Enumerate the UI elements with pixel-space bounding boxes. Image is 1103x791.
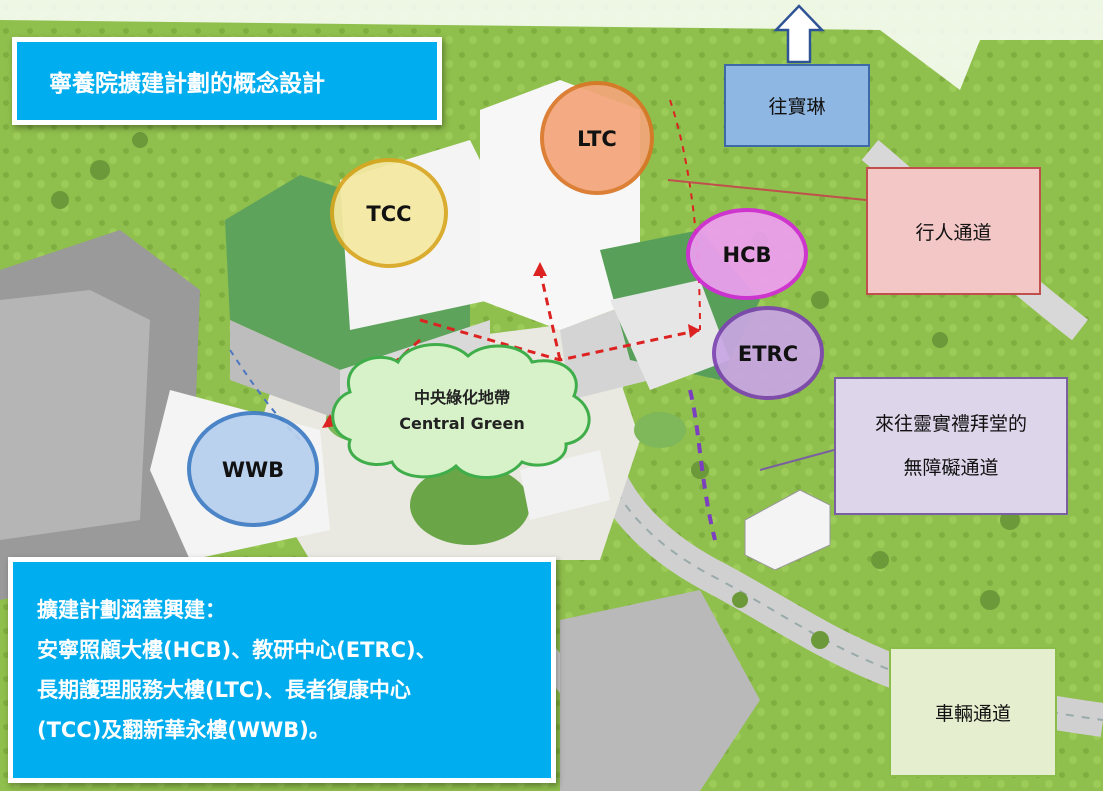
left-building-block [0,290,150,540]
sky-haze [0,0,1103,90]
accessible-route-label: 來往靈實禮拜堂的 無障礙通道 [834,377,1068,515]
page-title-text: 寧養院擴建計劃的概念設計 [49,71,325,97]
hillside-bottom [560,590,760,791]
ltc-marker: LTC [540,81,654,195]
central-green-zh-label: 中央綠化地帶 [414,388,510,407]
up-arrow-icon [773,4,825,64]
plaza-garden [410,465,530,545]
red-dashed-arrow-icon [533,262,547,276]
scope-line-3: (TCC)及翻新華永樓(WWB)。 [37,718,330,742]
etrc-label: ETRC [738,342,798,366]
accessible-route-text-line2: 無障礙通道 [903,457,999,479]
pedestrian-passage-text: 行人通道 [915,221,992,244]
tcc-label: TCC [366,202,411,226]
pedestrian-path-north-link [669,99,701,331]
wwb-marker: WWB [187,411,319,527]
hcb-marker: HCB [686,208,808,300]
central-green-cloud: 中央綠化地帶 Central Green [331,343,591,479]
scope-heading: 擴建計劃涵蓋興建： [37,598,226,622]
chapel-building [744,489,831,571]
pedestrian-path-north [538,269,562,361]
tcc-facade-left [230,320,340,420]
plaza-pavilion [520,450,610,520]
project-scope-box: 擴建計劃涵蓋興建： 安寧照顧大樓(HCB)、教研中心(ETRC)、 長期護理服務… [8,557,556,783]
vehicle-access-text: 車輛通道 [934,702,1011,725]
accessible-route-text-line1: 來往靈實禮拜堂的 [874,413,1027,435]
etrc-marker: ETRC [712,306,824,400]
tcc-marker: TCC [330,158,448,268]
accessible-path [688,389,717,541]
scope-line-2: 長期護理服務大樓(LTC)、長者復康中心 [37,678,411,702]
pedestrian-leader-line [667,179,867,201]
north-direction-text: 往寶琳 [768,96,826,118]
accessible-leader-line [759,449,835,471]
scope-line-1: 安寧照顧大樓(HCB)、教研中心(ETRC)、 [37,638,437,662]
hcb-label: HCB [723,243,772,267]
ltc-label: LTC [577,127,617,151]
wwb-label: WWB [222,458,284,482]
red-dashed-arrow-icon [688,324,700,338]
plaza-lawn-right [634,412,686,448]
vehicle-access-label: 車輛通道 [889,647,1057,777]
central-green-en-label: Central Green [399,414,525,433]
north-direction-label: 往寶琳 [724,64,870,147]
pedestrian-passage-label: 行人通道 [866,167,1041,295]
page-title: 寧養院擴建計劃的概念設計 [12,37,442,125]
